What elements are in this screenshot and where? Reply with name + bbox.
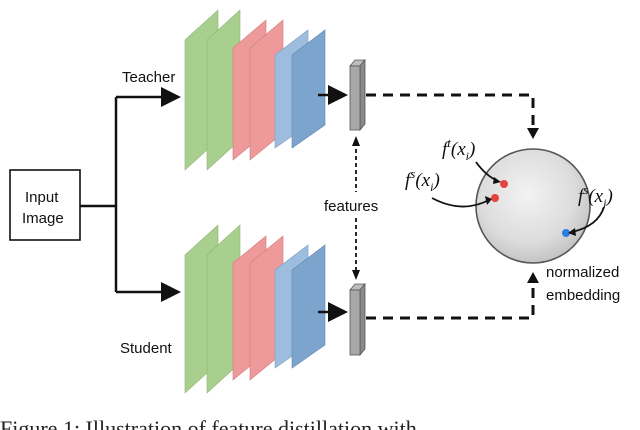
fs-pointer-head [485, 196, 492, 205]
ft-xi-label: ft(xi) [442, 135, 476, 163]
teacher-embedding-arrowhead [527, 128, 539, 139]
features-arrowhead-up [352, 136, 360, 146]
input-label-line1: Input [25, 189, 59, 206]
fs-pointer [431, 197, 490, 208]
input-connector [80, 87, 181, 302]
student-point-i [491, 194, 499, 202]
ft-pointer-head [493, 177, 501, 184]
input-image-box [9, 169, 81, 241]
teacher-feature-vector [349, 58, 366, 132]
student-label: Student [120, 340, 172, 357]
features-arrowhead-down [352, 270, 360, 280]
teacher-label: Teacher [122, 69, 176, 86]
fs-xi-label: fs(xi) [405, 166, 440, 194]
features-label: features [324, 198, 379, 215]
input-label-line2: Image [22, 210, 64, 227]
teacher-point [500, 180, 508, 188]
embedding-dashed-paths [366, 93, 535, 320]
normalized-label-line1: normalized [546, 264, 620, 281]
student-feature-vector [349, 282, 366, 357]
student-network [184, 224, 326, 394]
student-embedding-arrowhead [527, 272, 539, 283]
student-point-j [562, 229, 570, 237]
teacher-network [184, 9, 326, 171]
fsj-pointer-head [568, 228, 576, 236]
fsj-pointer [571, 206, 605, 233]
embedding-sphere [475, 148, 591, 264]
normalized-label-line2: embedding [546, 287, 621, 304]
figure-caption: Figure 1: Illustration of feature distil… [0, 418, 640, 430]
fs-xj-label: fs(xj) [578, 182, 613, 210]
